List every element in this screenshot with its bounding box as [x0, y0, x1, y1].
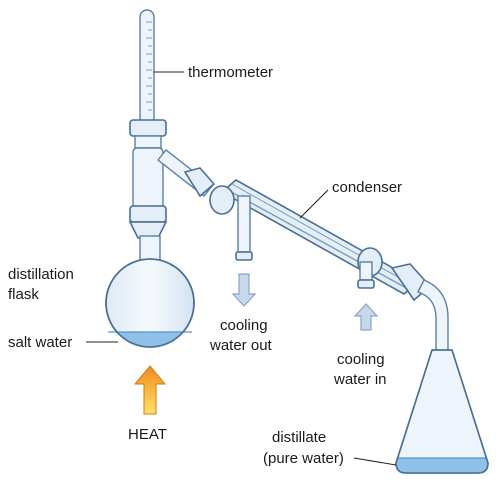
- distillation-flask: [105, 235, 195, 348]
- distillate-liquid: [396, 458, 488, 473]
- condenser-leader: [299, 189, 329, 219]
- receiver-adapter: [390, 263, 449, 353]
- still-head: [128, 119, 168, 239]
- heat-label: HEAT: [128, 426, 167, 443]
- cooling-water-out-arrow: [231, 273, 257, 307]
- thermometer-label: thermometer: [188, 64, 273, 81]
- salt-water-label: salt water: [8, 334, 72, 351]
- flask-label-line1: distillation: [8, 266, 74, 283]
- side-arm: [157, 149, 216, 198]
- cooling-water-in-arrow: [353, 303, 379, 331]
- distillate-leader: [353, 457, 397, 466]
- flask-label-line2: flask: [8, 286, 39, 303]
- cooling-out-label-line2: water out: [209, 337, 273, 354]
- water-outlet-spout: [235, 195, 253, 261]
- distillate-label-line2: (pure water): [263, 450, 344, 467]
- cooling-out-label-line1: cooling: [220, 317, 268, 334]
- condenser-label: condenser: [332, 179, 402, 196]
- water-inlet-spout: [357, 261, 375, 289]
- distillate-label-line1: distillate: [272, 429, 326, 446]
- heat-arrow: [133, 365, 167, 415]
- cooling-in-label-line1: cooling: [337, 351, 385, 368]
- conical-flask: [395, 349, 489, 474]
- cooling-in-label-line2: water in: [333, 371, 387, 388]
- thermometer-scale: [146, 21, 152, 111]
